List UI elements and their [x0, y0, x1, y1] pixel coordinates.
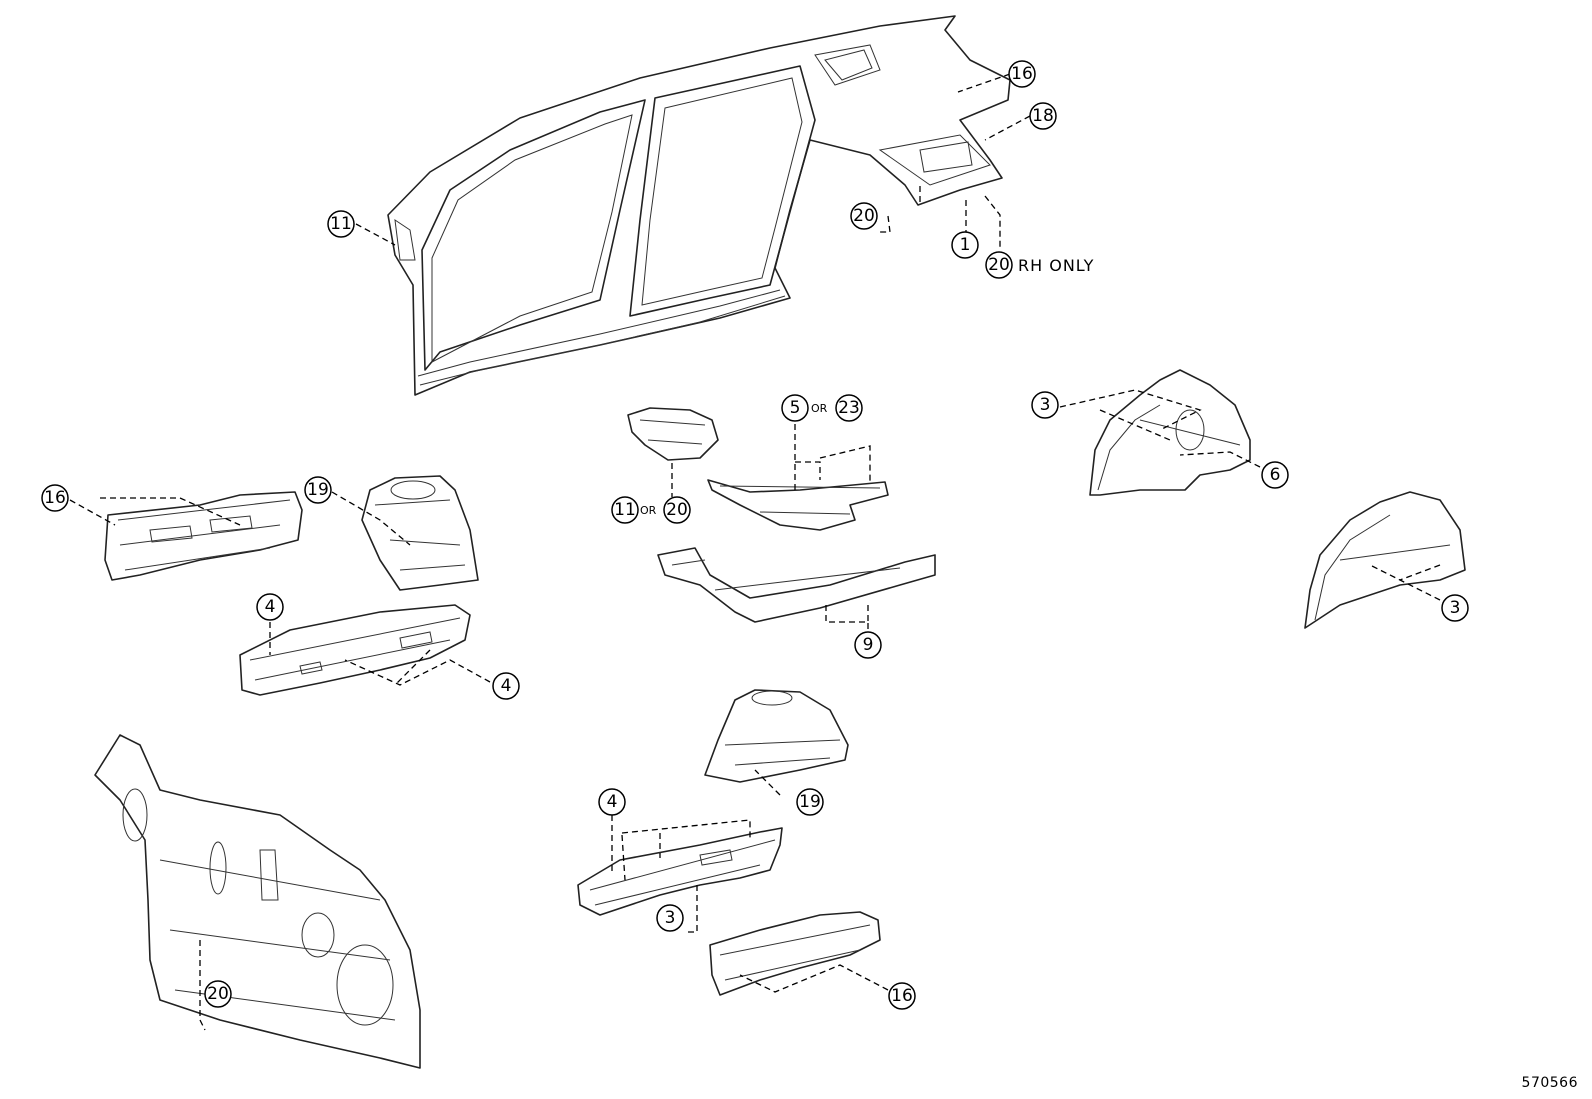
callout-3-center: 3: [656, 904, 684, 932]
callout-23: 23: [835, 394, 863, 422]
svg-text:20: 20: [666, 500, 688, 520]
callout-6: 6: [1261, 461, 1289, 489]
callout-19-center: 19: [796, 788, 824, 816]
svg-text:3: 3: [665, 908, 676, 928]
callout-3-right-top: 3: [1031, 391, 1059, 419]
front-side-member-lower: [239, 604, 471, 696]
svg-text:6: 6: [1270, 465, 1281, 485]
svg-text:19: 19: [799, 792, 821, 812]
svg-text:11: 11: [330, 214, 352, 234]
center-bracket: [627, 407, 719, 461]
front-side-member-center: [577, 827, 783, 916]
svg-text:4: 4: [501, 676, 512, 696]
front-apron-left: [361, 475, 479, 591]
callout-19-left: 19: [304, 476, 332, 504]
svg-text:11: 11: [614, 500, 636, 520]
svg-text:1: 1: [960, 235, 971, 255]
dash-panel: [94, 734, 421, 1069]
front-side-member-left: [104, 491, 303, 581]
callout-9: 9: [854, 631, 882, 659]
svg-text:4: 4: [265, 597, 276, 617]
leader-lines: [69, 73, 1441, 1031]
svg-text:18: 18: [1032, 106, 1054, 126]
body-side-outer-panel: [387, 15, 1011, 396]
callout-1: 1: [951, 231, 979, 259]
rh-only-note: RH ONLY: [1018, 256, 1094, 275]
callout-20-rear: 20: [850, 202, 878, 230]
callout-3-right-bottom: 3: [1441, 594, 1469, 622]
svg-text:20: 20: [207, 984, 229, 1004]
callout-20-center: 20: [663, 496, 691, 524]
svg-text:16: 16: [891, 986, 913, 1006]
callout-16: 11: [327, 210, 355, 238]
front-apron-center: [704, 689, 849, 783]
svg-text:20: 20: [988, 255, 1010, 275]
floor-reinforcement: [657, 547, 936, 623]
svg-text:4: 4: [607, 792, 618, 812]
front-side-member-lower-center: [709, 911, 881, 996]
floor-side-member: [707, 479, 889, 531]
svg-text:20: 20: [853, 206, 875, 226]
callout-17-left: 16: [41, 484, 69, 512]
svg-text:23: 23: [838, 398, 860, 418]
callout-5: 5: [781, 394, 809, 422]
rear-wheelhouse-right-lower: [1304, 491, 1466, 629]
svg-text:16: 16: [1011, 64, 1033, 84]
or-connector-11-20: OR: [640, 504, 657, 517]
callout-4-center: 4: [598, 788, 626, 816]
callout-18: 18: [1029, 102, 1057, 130]
or-connector-5-23: OR: [811, 402, 828, 415]
callout-4-left-top: 4: [256, 593, 284, 621]
figure-code: 570566: [1521, 1075, 1578, 1091]
svg-text:19: 19: [307, 480, 329, 500]
rear-wheelhouse-right: [1089, 369, 1251, 496]
svg-text:5: 5: [790, 398, 801, 418]
svg-text:16: 16: [44, 488, 66, 508]
callout-17-top: 16: [1008, 60, 1036, 88]
callout-4-left-right: 4: [492, 672, 520, 700]
callout-20-dash: 20: [204, 980, 232, 1008]
svg-text:9: 9: [863, 635, 874, 655]
callout-11: 11: [611, 496, 639, 524]
svg-text:3: 3: [1450, 598, 1461, 618]
svg-text:3: 3: [1040, 395, 1051, 415]
callout-20-rh-only: 20: [985, 251, 1013, 279]
callout-17-center: 16: [888, 982, 916, 1010]
